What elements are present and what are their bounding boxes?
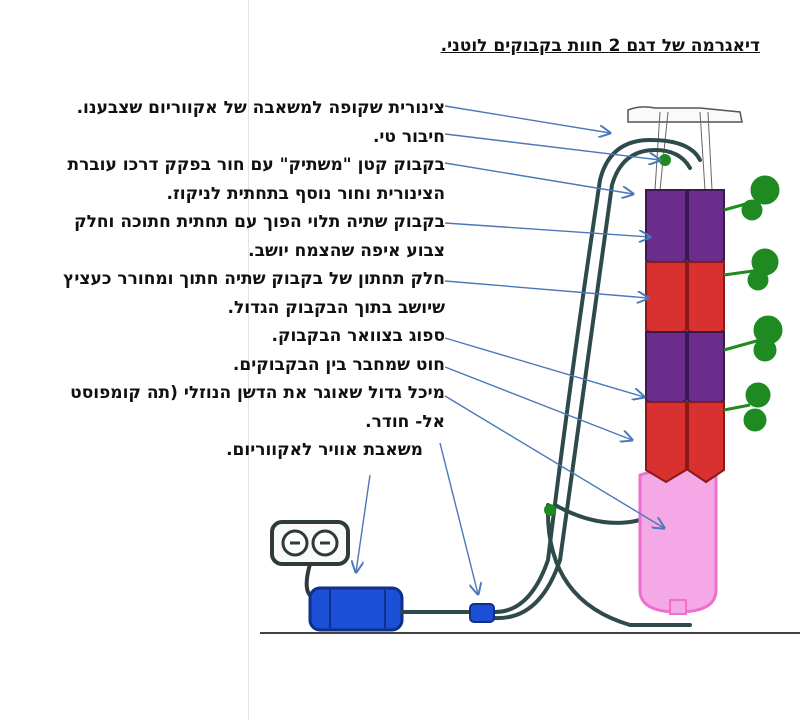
tube-connector [469, 603, 495, 623]
label-list: צינורית שקופה למשאבה של אקווריום שצבענו.… [0, 94, 445, 465]
page-margin-line [248, 0, 249, 720]
label-clear-tube: צינורית שקופה למשאבה של אקווריום שצבענו. [76, 98, 445, 118]
hanging-bar [627, 106, 743, 123]
label-reservoir: מיכל גדול שאוגר את הדשן הנוזלי (תה קומפו… [70, 383, 445, 403]
air-tubing [400, 137, 702, 627]
label-hanging-bottle-cont: צבוע איפה שהצמח יושב. [248, 240, 445, 261]
t-junction-bottom [544, 504, 556, 516]
plants [723, 175, 783, 432]
air-pump [308, 586, 404, 632]
label-string: חוט שמחבר בין הבקבוקים. [232, 354, 445, 375]
label-bottle-pot-cont: שיושב בתוך הבקבוק הגדול. [227, 297, 445, 318]
label-air-pump: משאבת אוויר לאקווריום. [226, 440, 423, 460]
label-sponge: ספוג בצוואר הבקבוק. [271, 326, 446, 346]
label-bottle-pot: חלק תחתון של בקבוק שתיה חתוך ומחורר כעצי… [63, 269, 445, 289]
label-reservoir-cont: אל- חודר. [365, 411, 445, 432]
diagram-title: דיאגרמה של דגם 2 חוות בקבוקים לוטני. [440, 36, 760, 56]
label-hanging-bottle: בקבוק שתיה תלוי הפוך עם תחתית חתוכה וחלק [74, 212, 445, 232]
label-silencer-bottle: בקבוק קטן "משתיק" עם חור בפקק דרכו עוברת [67, 155, 445, 175]
right-bottle-column [687, 189, 725, 484]
left-bottle-column [645, 189, 687, 484]
t-junction-top [659, 154, 671, 166]
annotation-arrows [356, 105, 664, 594]
reservoir-bottle [638, 467, 718, 615]
power-socket [270, 520, 350, 566]
label-t-connector: חיבור טי. [372, 126, 445, 147]
label-silencer-bottle-cont: הצינורית וחור נוסף בתחתית לניקוז. [166, 183, 446, 204]
